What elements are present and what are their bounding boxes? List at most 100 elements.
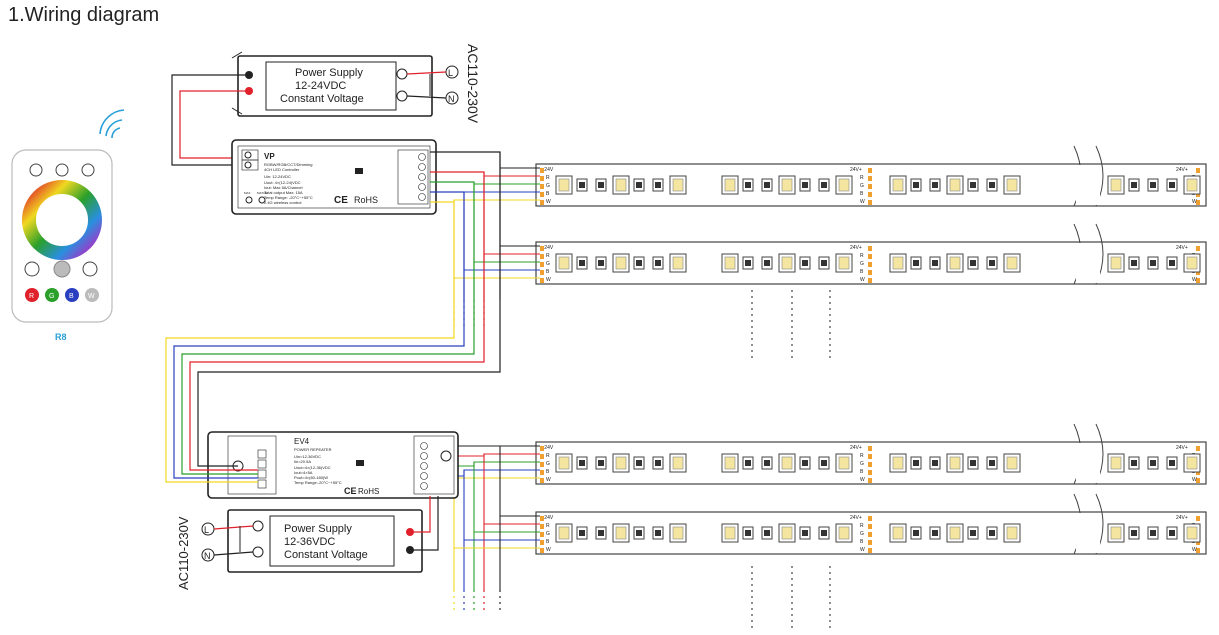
- strip-left-label: + 24V: [540, 245, 554, 251]
- strip-pin-label: W: [1192, 277, 1197, 283]
- ps-top-l: L: [448, 68, 453, 78]
- ev4-spec3: Uout=4×(12-36)VDC: [294, 465, 331, 470]
- ps-bottom-n: N: [204, 551, 211, 561]
- strip-right-label: 24V+: [1176, 167, 1188, 173]
- vp-spec6: 2.4G wireless control: [264, 200, 301, 205]
- vp-spec5: Temp Range: -20°C~+55°C: [264, 195, 313, 200]
- strip-pin-label: W: [546, 199, 551, 205]
- strip-pin-label: G: [860, 183, 864, 189]
- ev4-name: EV4: [294, 437, 310, 446]
- controller-vp: VP RGBW/RGB/CCT/Dimming 4CH LED Controll…: [231, 139, 437, 215]
- page-title: 1.Wiring diagram: [8, 4, 160, 26]
- ps-top-line1: Power Supply: [295, 67, 363, 79]
- strip-pin-label: B: [860, 539, 864, 545]
- strip-pin-label: B: [860, 191, 864, 197]
- strip-right-label: 24V+: [850, 245, 862, 251]
- ps-bottom-line3: Constant Voltage: [284, 549, 368, 561]
- strip-pin-label: B: [546, 469, 550, 475]
- strip-pin-label: W: [860, 199, 865, 205]
- ps-top-line3: Constant Voltage: [280, 93, 364, 105]
- ev4-subtitle: POWER REPEATER: [294, 447, 332, 452]
- ps-bottom-l: L: [204, 525, 209, 535]
- strip-pin-label: W: [860, 277, 865, 283]
- remote-btn-w: W: [88, 293, 95, 300]
- ps-top-n: N: [448, 94, 455, 104]
- vp-spec4: Total output Max: 15A: [264, 190, 303, 195]
- strip-pin-label: R: [860, 453, 864, 459]
- ev4-rohs: RoHS: [358, 487, 379, 496]
- power-supply-bottom: Power Supply 12-36VDC Constant Voltage L…: [176, 509, 423, 590]
- strip-right-label: 24V+: [1176, 445, 1188, 451]
- vp-spec1: Uin: 12-24VDC: [264, 174, 291, 179]
- strip-pin-label: B: [546, 191, 550, 197]
- strip-pin-label: G: [546, 183, 550, 189]
- ev4-spec6: Temp Range:-20°C~+55°C: [294, 480, 342, 485]
- ps-bottom-line1: Power Supply: [284, 523, 352, 535]
- ps-top-ac-label: AC110-230V: [465, 44, 481, 124]
- strip-left-label: + 24V: [540, 445, 554, 451]
- strip-pin-label: W: [546, 477, 551, 483]
- strip-pin-label: R: [860, 523, 864, 529]
- vp-max-label: MAX: [244, 191, 251, 195]
- ev4-spec4: Iout=4×5A: [294, 470, 313, 475]
- strip-pin-label: B: [860, 469, 864, 475]
- ps-bottom-line2: 12-36VDC: [284, 536, 335, 548]
- ev4-spec2: Iin=20.5A: [294, 459, 311, 464]
- strip-right-label: 24V+: [1176, 515, 1188, 521]
- strip-pin-label: G: [546, 461, 550, 467]
- strip-pin-label: W: [1192, 547, 1197, 553]
- strip-pin-label: G: [860, 461, 864, 467]
- strip-pin-label: W: [546, 277, 551, 283]
- strip-pin-label: R: [546, 523, 550, 529]
- strip-right-label: 24V+: [850, 515, 862, 521]
- strip-left-label: + 24V: [540, 167, 554, 173]
- repeater-ev4: EV4 POWER REPEATER Uin=12-36VDC Iin=20.5…: [207, 431, 459, 499]
- strip-pin-label: W: [860, 547, 865, 553]
- strip-pin-label: G: [860, 531, 864, 537]
- strip-pin-label: W: [1192, 477, 1197, 483]
- ps-top-line2: 12-24VDC: [295, 80, 346, 92]
- strip-pin-label: G: [546, 531, 550, 537]
- strip-pin-label: B: [546, 539, 550, 545]
- ev4-spec1: Uin=12-36VDC: [294, 454, 321, 459]
- strip-pin-label: G: [546, 261, 550, 267]
- strip-pin-label: W: [860, 477, 865, 483]
- ev4-ce: CE: [344, 486, 357, 496]
- strip-pin-label: R: [860, 175, 864, 181]
- vp-match-label: MATCH: [257, 191, 267, 195]
- strip-pin-label: B: [546, 269, 550, 275]
- vp-subtitle2: 4CH LED Controller: [264, 167, 300, 172]
- vp-ce: CE: [334, 195, 348, 206]
- ev4-spec5: Pout=4×(60-180)W: [294, 475, 328, 480]
- strip-pin-label: W: [1192, 199, 1197, 205]
- strip-pin-label: B: [860, 269, 864, 275]
- remote-r8: R G B W R8: [11, 109, 125, 342]
- strip-right-label: 24V+: [1176, 245, 1188, 251]
- strip-pin-label: G: [860, 261, 864, 267]
- vp-rohs: RoHS: [354, 195, 378, 205]
- remote-btn-r: R: [29, 293, 34, 300]
- strip-pin-label: R: [546, 453, 550, 459]
- strip-right-label: 24V+: [850, 445, 862, 451]
- remote-btn-b: B: [69, 293, 74, 300]
- strip-left-label: + 24V: [540, 515, 554, 521]
- strip-pin-label: W: [546, 547, 551, 553]
- remote-model: R8: [55, 332, 67, 342]
- vp-name: VP: [264, 152, 275, 161]
- strip-right-label: 24V+: [850, 167, 862, 173]
- power-supply-top: Power Supply 12-24VDC Constant Voltage L…: [231, 44, 481, 124]
- strip-pin-label: R: [546, 253, 550, 259]
- vp-subtitle: RGBW/RGB/CCT/Dimming: [264, 162, 312, 167]
- vp-spec2: Uout: 4×(12-24)VDC: [264, 180, 301, 185]
- remote-btn-g: G: [49, 293, 54, 300]
- vp-spec3: Iout: Max 5A/Channel: [264, 185, 303, 190]
- strip-pin-label: R: [860, 253, 864, 259]
- strip-pin-label: R: [546, 175, 550, 181]
- ps-bottom-ac-label: AC110-230V: [176, 516, 191, 590]
